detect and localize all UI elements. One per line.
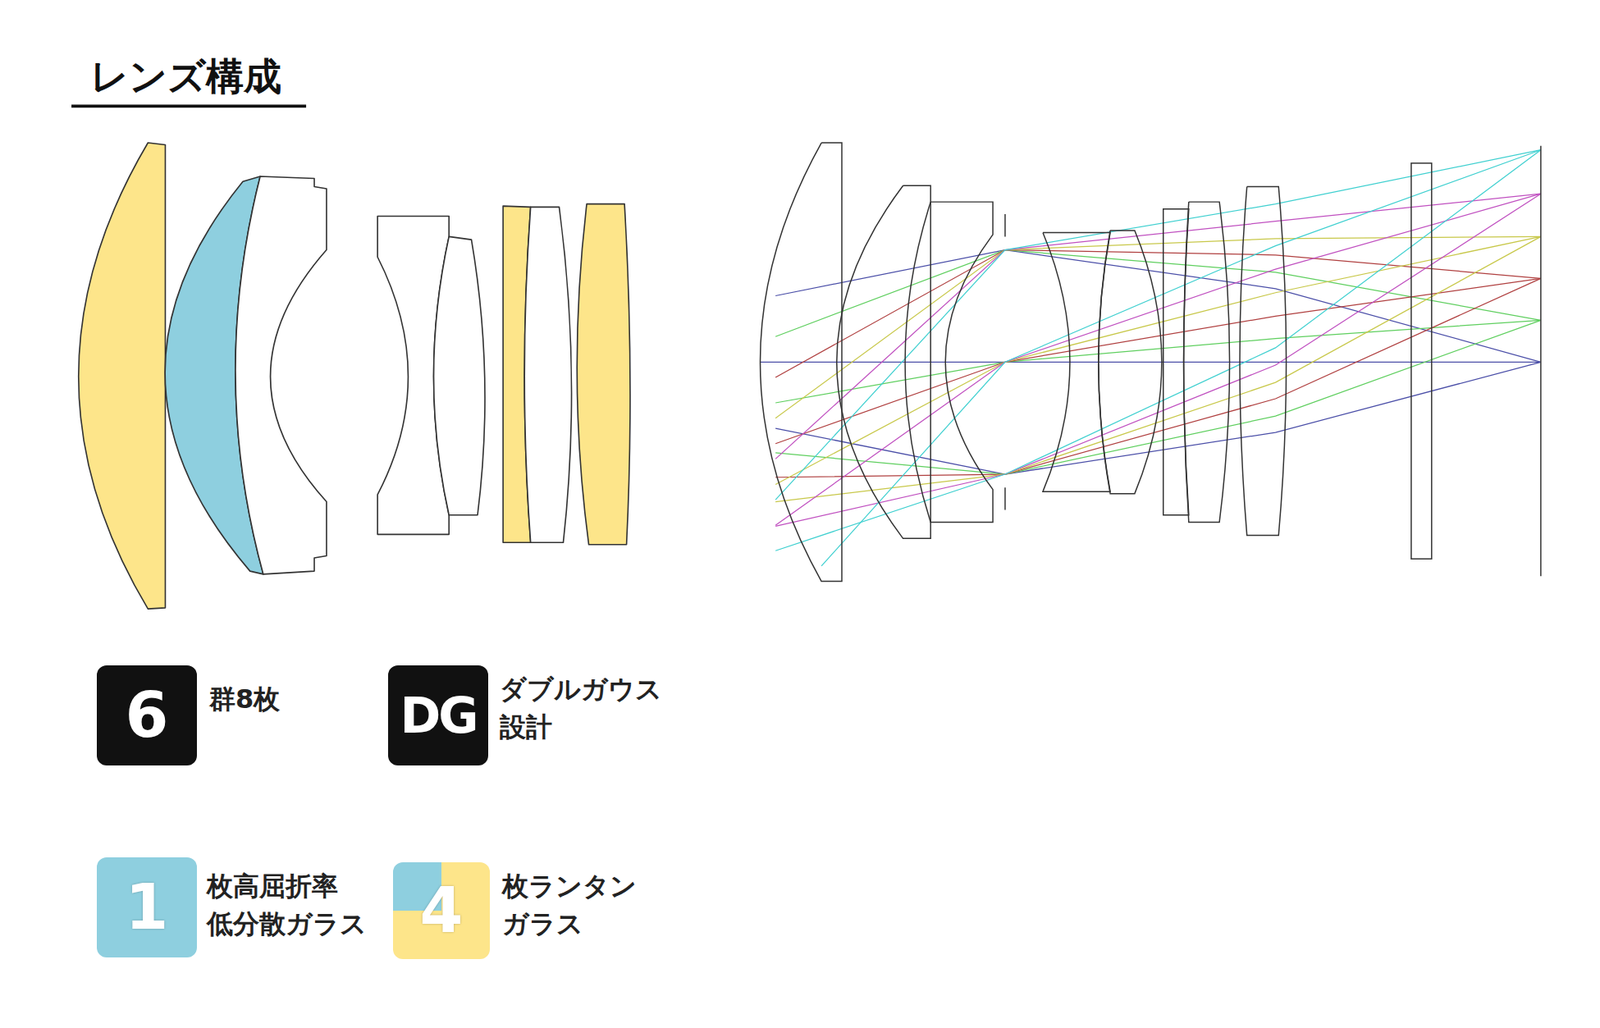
badge-label: 4 (420, 879, 464, 942)
badge-label: 6 (125, 684, 170, 747)
feature-badge: 1枚高屈折率 低分散ガラス (96, 857, 197, 958)
feature-badge: 4枚ランタン ガラス (393, 862, 490, 960)
badge-caption: 群8枚 (209, 680, 280, 718)
badge-caption: 枚高屈折率 低分散ガラス (206, 867, 367, 944)
feature-badge: DGダブルガウス 設計 (388, 665, 489, 766)
page-title: レンズ構成 (90, 54, 282, 100)
badge-caption: ダブルガウス 設計 (499, 670, 663, 747)
badge-label: DG (399, 690, 476, 741)
badge-label: 1 (125, 876, 170, 939)
feature-badge: 6群8枚 (96, 665, 197, 766)
badge-caption: 枚ランタン ガラス (502, 867, 637, 944)
